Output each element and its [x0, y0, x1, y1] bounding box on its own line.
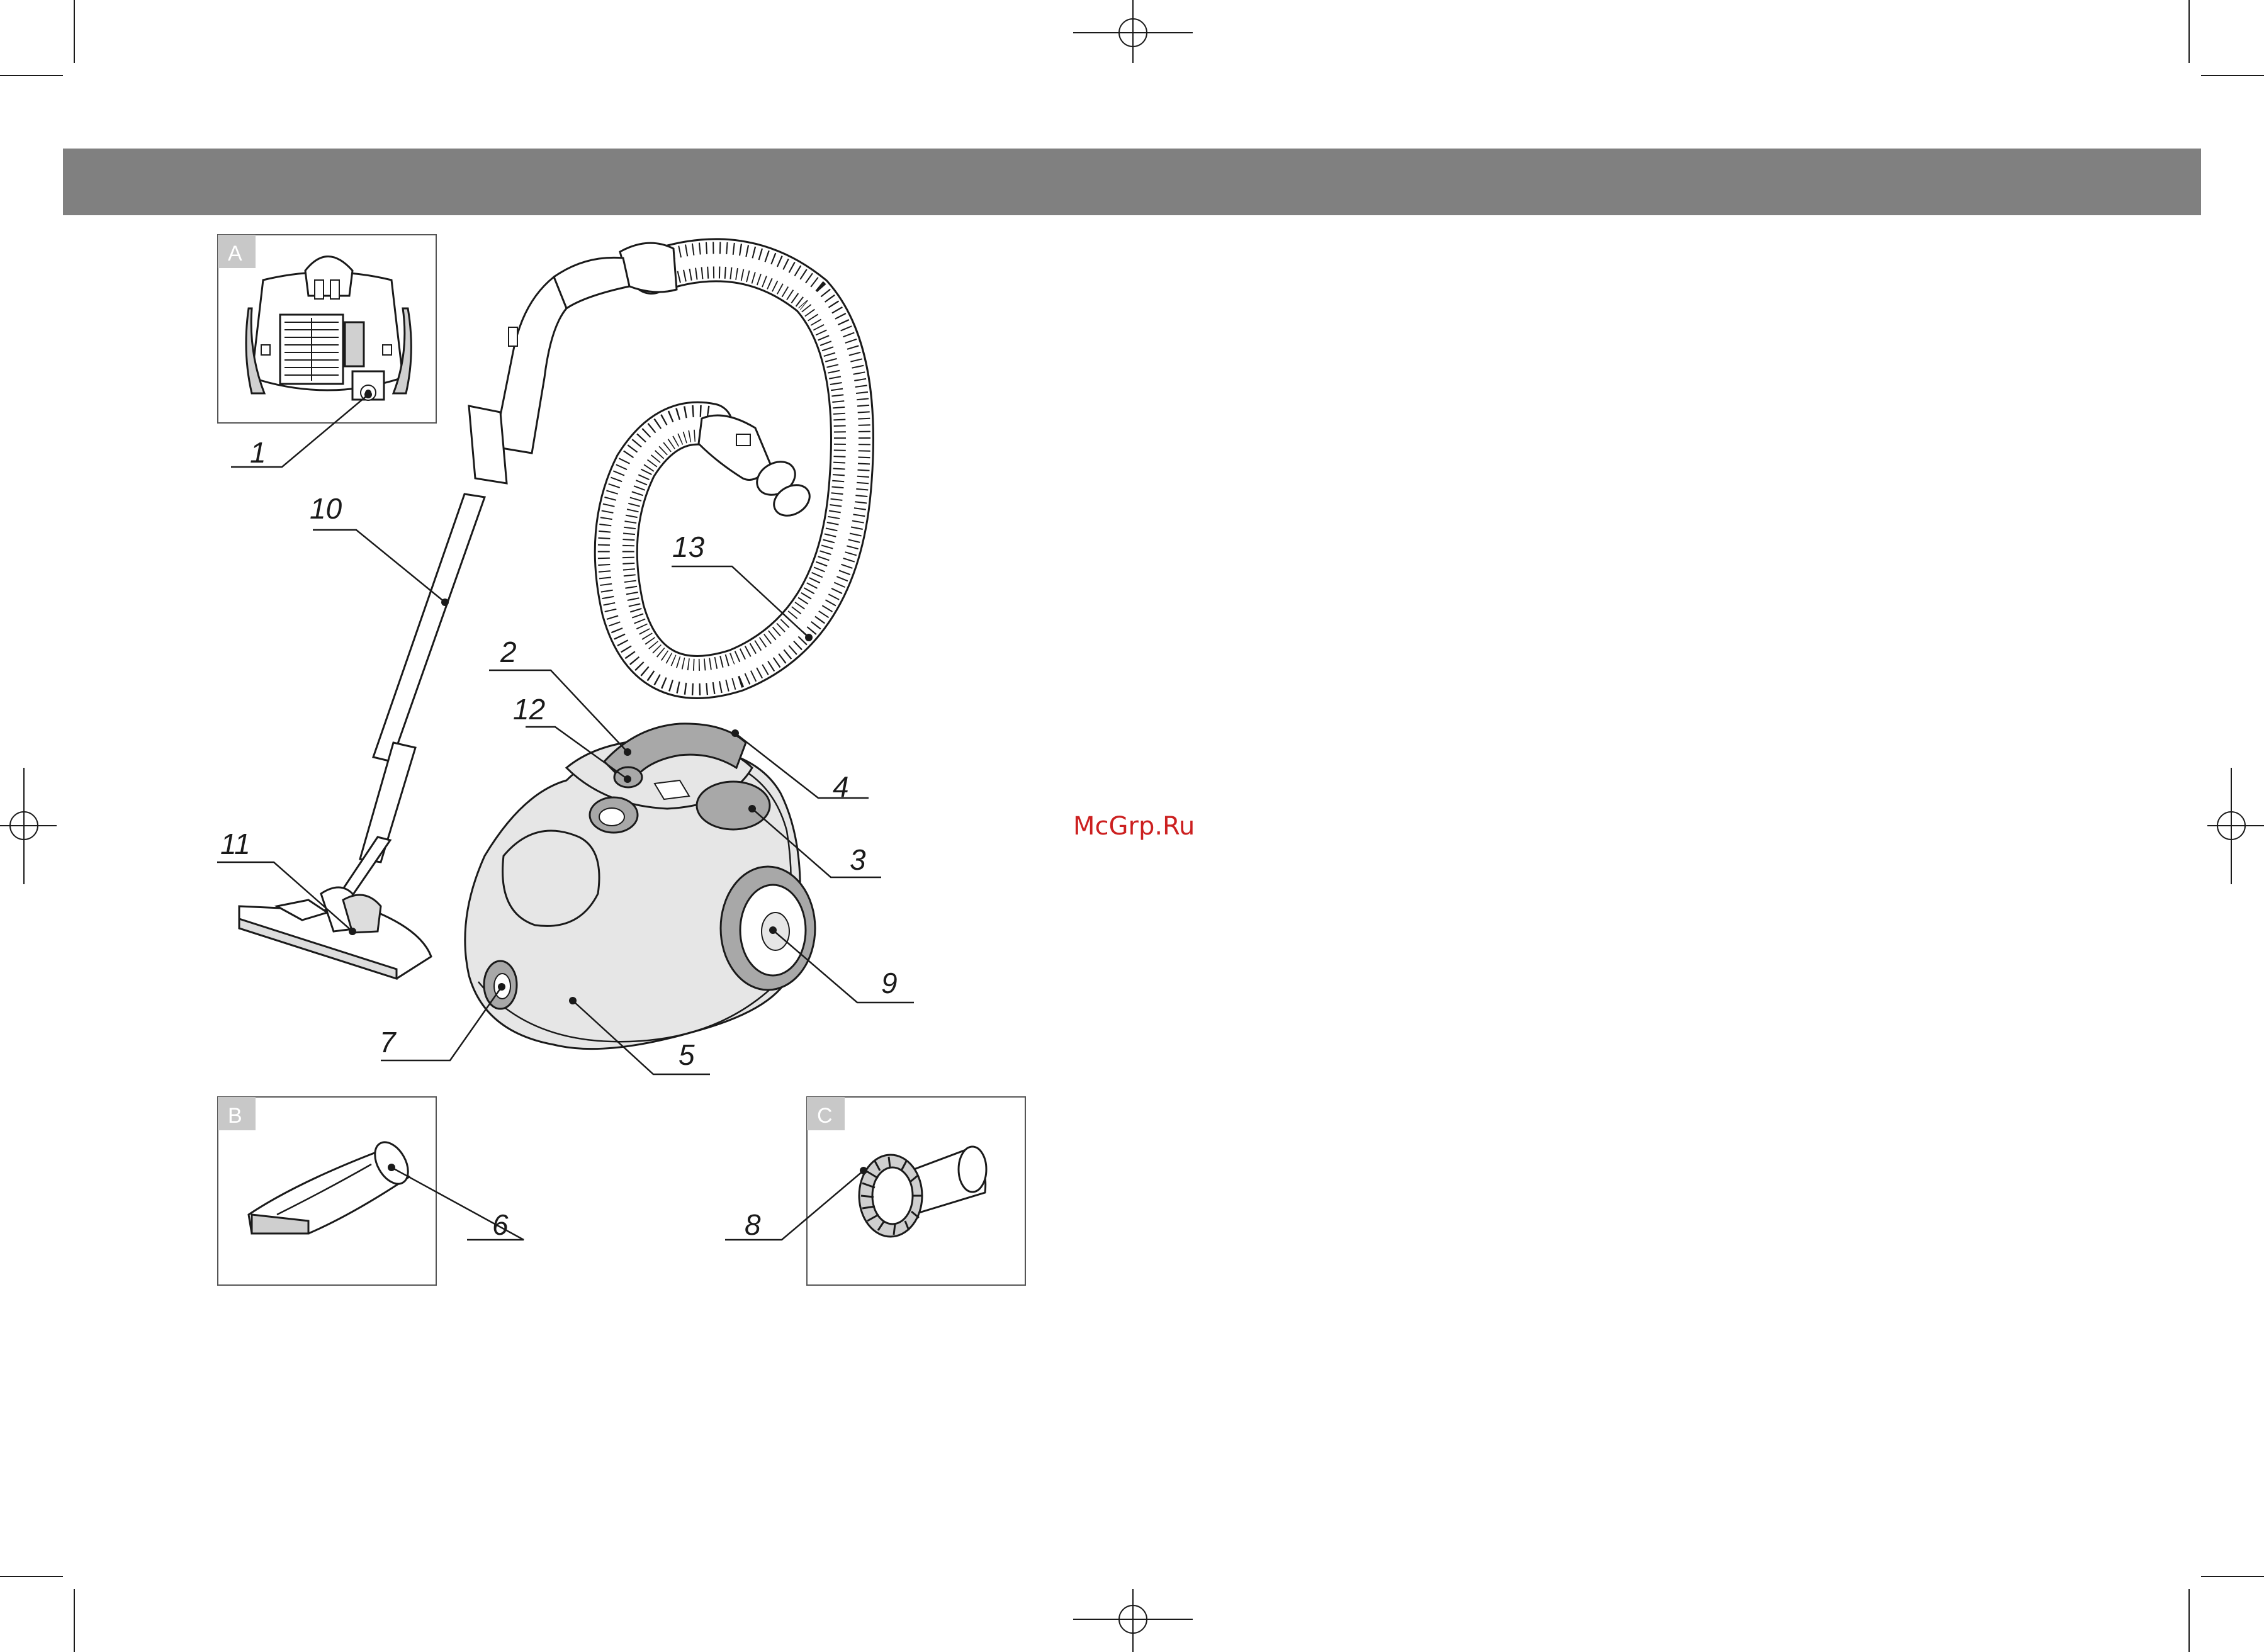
- header-bar: [63, 149, 2201, 215]
- callout-11: 11: [220, 828, 251, 860]
- unit-rear-view: [246, 257, 411, 401]
- callout-1: 1: [250, 436, 266, 469]
- panel-b-label: B: [228, 1104, 242, 1128]
- callout-10: 10: [310, 492, 342, 525]
- callout-4: 4: [833, 770, 849, 803]
- panel-a-label: A: [228, 242, 242, 266]
- callout-8: 8: [745, 1208, 761, 1241]
- registration-mark-right: [2207, 768, 2264, 884]
- registration-mark-bottom: [1073, 1589, 1193, 1652]
- hose: [494, 243, 852, 677]
- registration-mark-top: [1073, 0, 1193, 63]
- telescopic-tube: [340, 406, 507, 900]
- callout-12: 12: [513, 693, 545, 726]
- floor-nozzle: [239, 887, 431, 979]
- vacuum-body: [465, 724, 815, 1049]
- callout-3: 3: [850, 843, 866, 876]
- callout-9: 9: [881, 967, 898, 999]
- watermark-text: McGrp.Ru: [1073, 812, 1195, 841]
- panel-c-label: C: [817, 1104, 833, 1128]
- panel-a: A: [218, 235, 436, 423]
- callout-7: 7: [380, 1026, 397, 1059]
- panel-b: B: [218, 1097, 436, 1285]
- callout-2: 2: [500, 636, 517, 668]
- callout-5: 5: [679, 1038, 695, 1071]
- registration-mark-left: [0, 768, 57, 884]
- callout-13: 13: [672, 531, 705, 563]
- callout-6: 6: [492, 1208, 509, 1241]
